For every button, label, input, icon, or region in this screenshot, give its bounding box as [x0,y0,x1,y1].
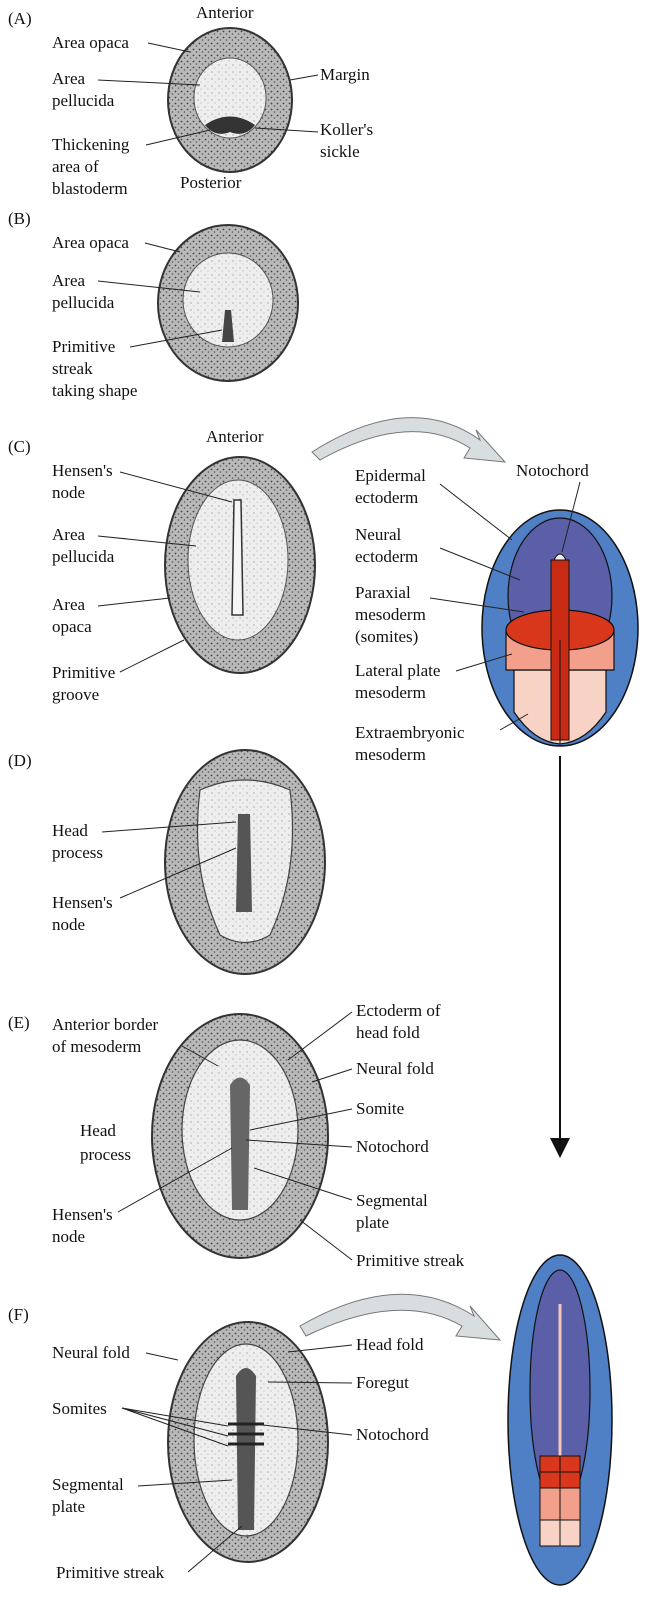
fate-map-c-epidermal-label-2: ectoderm [355,488,418,507]
panel-a-kollers-sickle-label-2: sickle [320,142,360,161]
panel-e-head-process-label-1: Head [80,1121,116,1140]
panel-c-groove-label-2: groove [52,685,99,704]
panel-f-letter: (F) [8,1305,29,1324]
panel-a-margin-label: Margin [320,65,370,84]
panel-a-anterior: Anterior [196,3,254,22]
panel-e-neural-fold-label: Neural fold [356,1059,434,1078]
fate-map-c-extra-label-1: Extraembryonic [355,723,465,742]
panel-f-neural-fold-label: Neural fold [52,1343,130,1362]
panel-b-streak-label-2: streak [52,359,93,378]
panel-c-pellucida-label-2: pellucida [52,547,115,566]
panel-e-hensens-label-1: Hensen's [52,1205,113,1224]
panel-a-thickening-label-1: Thickening [52,135,130,154]
panel-e-ectoderm-label-1: Ectoderm of [356,1001,441,1020]
panel-f-streak-label: Primitive streak [56,1563,165,1582]
fate-map-c-paraxial-label-1: Paraxial [355,583,411,602]
fate-map-c: Notochord Epidermal ectoderm Neural ecto… [355,461,639,1158]
panel-b-area-pellucida-label-1: Area [52,271,85,290]
panel-d: (D) Head process Hensen's node [8,749,326,975]
panel-c-groove-label-1: Primitive [52,663,115,682]
panel-e-segmental-label-2: plate [356,1213,389,1232]
panel-b-area-opaca-label: Area opaca [52,233,129,252]
panel-a-letter: (A) [8,9,32,28]
panel-a-kollers-sickle-shape [205,116,255,134]
panel-d-head-process-label-1: Head [52,821,88,840]
panel-c-opaca-label-2: opaca [52,617,92,636]
panel-a-area-opaca-label: Area opaca [52,33,129,52]
fate-map-c-epidermal-label-1: Epidermal [355,466,426,485]
panel-c-hensens-label-1: Hensen's [52,461,113,480]
panel-f-axis-shape [236,1368,256,1530]
panel-e-segmental-label-1: Segmental [356,1191,428,1210]
panel-f-segmental-label-2: plate [52,1497,85,1516]
panel-e: (E) Anterior border of mesoderm Head pro… [8,1001,465,1270]
fate-map-c-notochord-label: Notochord [516,461,589,480]
panel-c: (C) Anterior Hensen's node Area pellucid… [8,417,507,704]
panel-f-somites-label: Somites [52,1399,107,1418]
fate-map-c-lateral-label-2: mesoderm [355,683,426,702]
panel-d-letter: (D) [8,751,32,770]
panel-b-letter: (B) [8,209,31,228]
panel-e-anterior-border-label-2: of mesoderm [52,1037,141,1056]
panel-c-anterior: Anterior [206,427,264,446]
panel-e-hensens-label-2: node [52,1227,85,1246]
fate-map-f [507,1254,613,1586]
panel-c-groove-shape [231,499,244,616]
panel-e-notochord-label: Notochord [356,1137,429,1156]
panel-e-anterior-border-label-1: Anterior border [52,1015,159,1034]
panel-e-letter: (E) [8,1013,30,1032]
panel-e-somite-label: Somite [356,1099,404,1118]
fate-map-c-neural-label-2: ectoderm [355,547,418,566]
panel-a: (A) Anterior Posterior Area opaca Area p… [8,3,373,198]
fate-map-c-paraxial-label-2: mesoderm [355,605,426,624]
panel-b-area-pellucida-label-2: pellucida [52,293,115,312]
panel-c-letter: (C) [8,437,31,456]
panel-d-hensens-label-2: node [52,915,85,934]
panel-d-hensens-label-1: Hensen's [52,893,113,912]
panel-f: (F) Neural fold Somites Segmental plate … [8,1293,502,1582]
panel-a-area-pellucida-shape [193,57,267,139]
panel-b: (B) Area opaca Area pellucida Primitive … [8,209,299,400]
panel-a-thickening-label-3: blastoderm [52,179,128,198]
panel-a-thickening-label-2: area of [52,157,99,176]
panel-e-ectoderm-label-2: head fold [356,1023,420,1042]
fate-map-c-paraxial-label-3: (somites) [355,627,418,646]
fate-map-c-lateral-label-1: Lateral plate [355,661,440,680]
panel-f-foregut-label: Foregut [356,1373,409,1392]
panel-f-transition-arrow [299,1293,502,1341]
panel-b-streak-label-1: Primitive [52,337,115,356]
panel-b-streak-label-3: taking shape [52,381,137,400]
panel-b-area-pellucida-shape [182,252,274,348]
panel-f-notochord-label: Notochord [356,1425,429,1444]
panel-c-pellucida-label-1: Area [52,525,85,544]
panel-c-opaca-label-1: Area [52,595,85,614]
panel-d-head-process-label-2: process [52,843,103,862]
panel-a-posterior: Posterior [180,173,242,192]
panel-c-hensens-label-2: node [52,483,85,502]
panel-f-head-fold-label: Head fold [356,1335,424,1354]
panel-e-head-process-label-2: process [80,1145,131,1164]
panel-a-area-pellucida-label-1: Area [52,69,85,88]
panel-a-area-pellucida-label-2: pellucida [52,91,115,110]
fate-map-c-extra-label-2: mesoderm [355,745,426,764]
panel-e-streak-label: Primitive streak [356,1251,465,1270]
fate-map-c-neural-label-1: Neural [355,525,402,544]
panel-b-streak-shape [222,310,234,342]
panel-f-segmental-label-1: Segmental [52,1475,124,1494]
panel-a-kollers-sickle-label-1: Koller's [320,120,373,139]
panel-d-streak-shape [236,814,252,912]
panel-e-axis-shape [230,1077,250,1210]
panel-c-transition-arrow [311,417,507,463]
